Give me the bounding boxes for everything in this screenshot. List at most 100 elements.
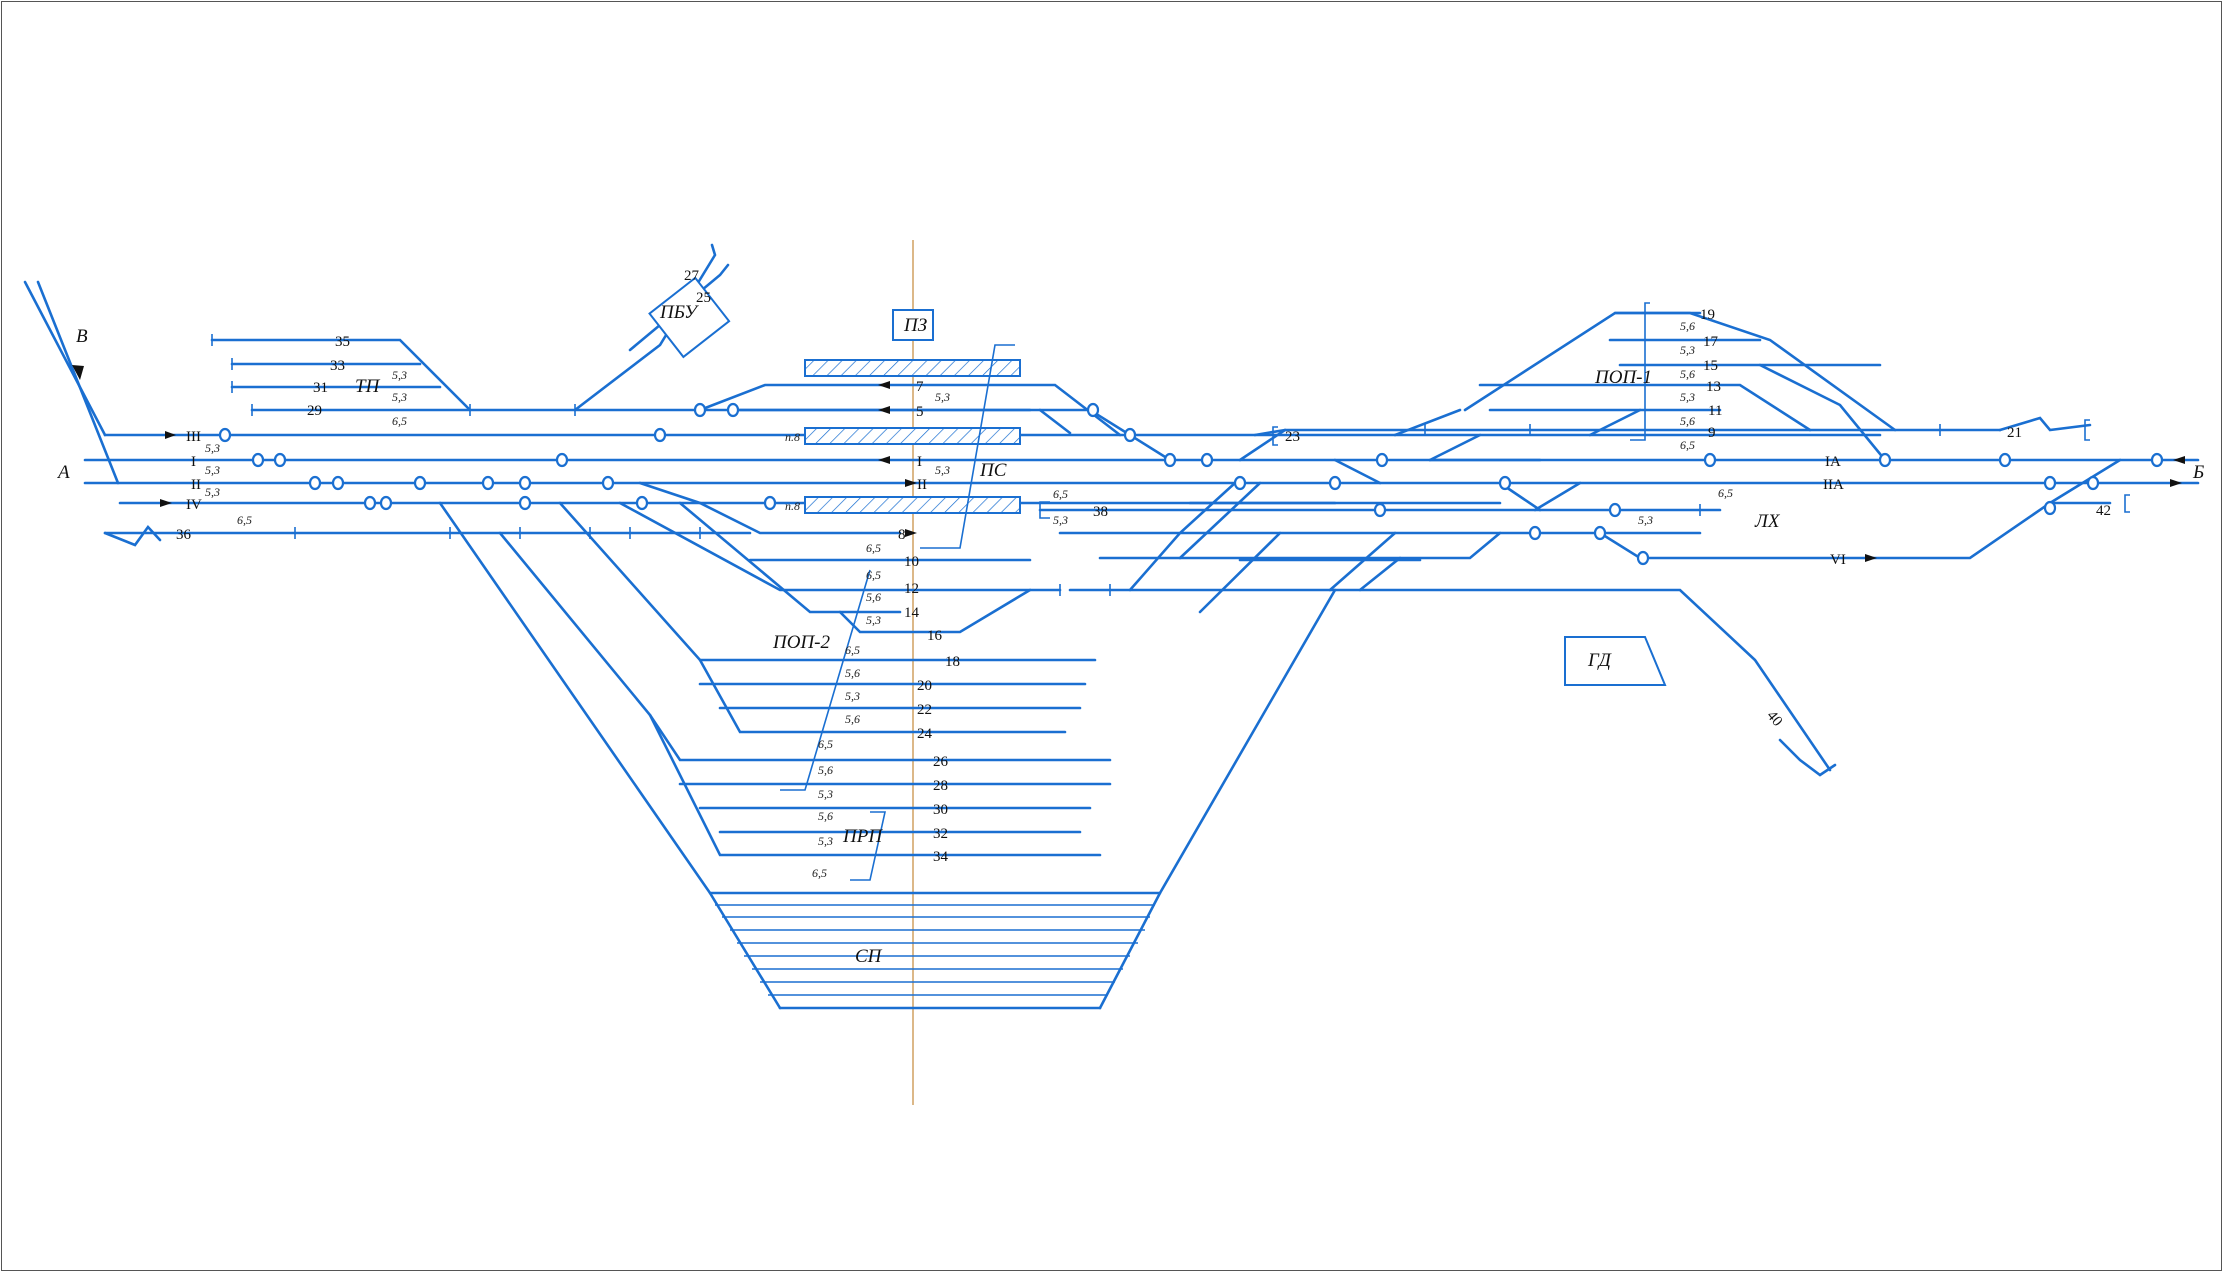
svg-text:5,3: 5,3 bbox=[818, 787, 833, 801]
svg-text:26: 26 bbox=[933, 754, 949, 770]
pbu-label: ПБУ bbox=[659, 302, 699, 323]
svg-text:20: 20 bbox=[917, 678, 932, 694]
direction-a-label: А bbox=[56, 462, 70, 483]
sp-ladder bbox=[438, 501, 1337, 895]
svg-text:7: 7 bbox=[916, 379, 924, 395]
direction-labels: А Б В bbox=[56, 326, 2204, 483]
svg-text:21: 21 bbox=[2007, 425, 2022, 441]
svg-text:6,5: 6,5 bbox=[812, 866, 827, 880]
svg-text:16: 16 bbox=[927, 628, 943, 644]
svg-text:34: 34 bbox=[933, 849, 949, 865]
svg-text:5,3: 5,3 bbox=[935, 463, 950, 477]
svg-text:5,3: 5,3 bbox=[205, 463, 220, 477]
track-arrows bbox=[160, 381, 2185, 562]
svg-text:24: 24 bbox=[917, 726, 933, 742]
svg-text:5,3: 5,3 bbox=[818, 834, 833, 848]
svg-text:6,5: 6,5 bbox=[866, 541, 881, 555]
object-labels: ПЗ ПБУ ТП ПОП-1 ПОП-2 ПС ПРП СП ГД ЛХ bbox=[355, 302, 1781, 967]
svg-text:9: 9 bbox=[1708, 425, 1716, 441]
svg-text:5,3: 5,3 bbox=[1680, 343, 1695, 357]
svg-text:12: 12 bbox=[904, 581, 919, 597]
svg-text:13: 13 bbox=[1706, 379, 1721, 395]
pbu-box bbox=[648, 276, 731, 359]
svg-text:23: 23 bbox=[1285, 429, 1300, 445]
platform-2 bbox=[804, 427, 1021, 445]
svg-text:6,5: 6,5 bbox=[845, 643, 860, 657]
track-36-end bbox=[103, 524, 162, 547]
svg-text:19: 19 bbox=[1700, 307, 1715, 323]
svg-text:10: 10 bbox=[904, 554, 919, 570]
gd-label: ГД bbox=[1587, 650, 1612, 671]
switches bbox=[218, 402, 2164, 566]
svg-text:5,3: 5,3 bbox=[1053, 513, 1068, 527]
svg-text:30: 30 bbox=[933, 802, 948, 818]
tp-label: ТП bbox=[355, 376, 381, 397]
sp-yard bbox=[438, 501, 1337, 1010]
svg-text:14: 14 bbox=[904, 605, 920, 621]
svg-text:5,3: 5,3 bbox=[845, 689, 860, 703]
track-2a-label: IIА bbox=[1823, 477, 1844, 493]
lower-central-tracks bbox=[498, 481, 1112, 857]
svg-text:5,6: 5,6 bbox=[818, 763, 833, 777]
svg-text:17: 17 bbox=[1703, 334, 1719, 350]
svg-text:6,5: 6,5 bbox=[392, 414, 407, 428]
svg-text:5,3: 5,3 bbox=[935, 390, 950, 404]
svg-text:8: 8 bbox=[898, 527, 906, 543]
svg-text:18: 18 bbox=[945, 654, 960, 670]
svg-text:5,6: 5,6 bbox=[818, 809, 833, 823]
speed-labels: 5,3 5,3 6,5 5,3 5,3 5,3 6,5 5,3 5,3 6,5 … bbox=[205, 319, 1733, 880]
svg-text:6,5: 6,5 bbox=[237, 513, 252, 527]
svg-text:40: 40 bbox=[1763, 708, 1785, 730]
svg-text:II: II bbox=[917, 477, 927, 493]
track-VI bbox=[1598, 458, 2122, 560]
svg-text:6,5: 6,5 bbox=[1718, 486, 1733, 500]
svg-text:11: 11 bbox=[1708, 403, 1722, 419]
svg-text:5,3: 5,3 bbox=[392, 390, 407, 404]
sp-label: СП bbox=[855, 946, 883, 967]
svg-text:29: 29 bbox=[307, 403, 322, 419]
track-12 bbox=[618, 501, 1062, 592]
track-35 bbox=[210, 338, 472, 412]
svg-text:6,5: 6,5 bbox=[1680, 438, 1695, 452]
svg-text:п.8: п.8 bbox=[785, 499, 800, 513]
svg-text:5,3: 5,3 bbox=[392, 368, 407, 382]
platform-marks: п.8 п.8 bbox=[785, 430, 800, 513]
pz-label: ПЗ bbox=[903, 315, 927, 336]
svg-text:36: 36 bbox=[176, 527, 192, 543]
svg-text:15: 15 bbox=[1703, 358, 1718, 374]
svg-text:5,6: 5,6 bbox=[1680, 319, 1695, 333]
svg-text:5,3: 5,3 bbox=[205, 441, 220, 455]
svg-text:28: 28 bbox=[933, 778, 948, 794]
track-III-label: III bbox=[186, 429, 201, 445]
svg-text:5,6: 5,6 bbox=[866, 590, 881, 604]
svg-text:27: 27 bbox=[684, 268, 700, 284]
svg-text:I: I bbox=[917, 454, 922, 470]
pz-box bbox=[892, 309, 934, 341]
prp-label: ПРП bbox=[842, 826, 883, 847]
svg-text:5,3: 5,3 bbox=[866, 613, 881, 627]
svg-text:5,6: 5,6 bbox=[1680, 414, 1695, 428]
track-II-label: II bbox=[191, 477, 201, 493]
track-VI-label: VI bbox=[1830, 552, 1846, 568]
end-stops bbox=[1039, 302, 2130, 519]
svg-text:6,5: 6,5 bbox=[866, 568, 881, 582]
direction-b-label: Б bbox=[2192, 462, 2204, 483]
track-I-label: I bbox=[191, 454, 196, 470]
svg-text:5,3: 5,3 bbox=[1638, 513, 1653, 527]
gd-box bbox=[1564, 636, 1667, 686]
svg-text:5,3: 5,3 bbox=[1680, 390, 1695, 404]
svg-text:6,5: 6,5 bbox=[1053, 487, 1068, 501]
svg-text:32: 32 bbox=[933, 826, 948, 842]
svg-text:38: 38 bbox=[1093, 504, 1108, 520]
svg-text:п.8: п.8 bbox=[785, 430, 800, 444]
pop2-label: ПОП-2 bbox=[772, 632, 830, 653]
track-13 bbox=[1478, 383, 1812, 432]
joints bbox=[294, 404, 1941, 596]
main-track-labels: III I II IV I II IА IIА VI bbox=[186, 429, 1846, 568]
track-number-labels: 35 33 31 29 36 27 25 7 5 8 10 12 14 16 1… bbox=[176, 268, 2111, 865]
svg-text:35: 35 bbox=[335, 334, 350, 350]
svg-text:5,6: 5,6 bbox=[845, 666, 860, 680]
platform-1 bbox=[804, 359, 1021, 377]
main-tracks bbox=[83, 433, 2200, 547]
